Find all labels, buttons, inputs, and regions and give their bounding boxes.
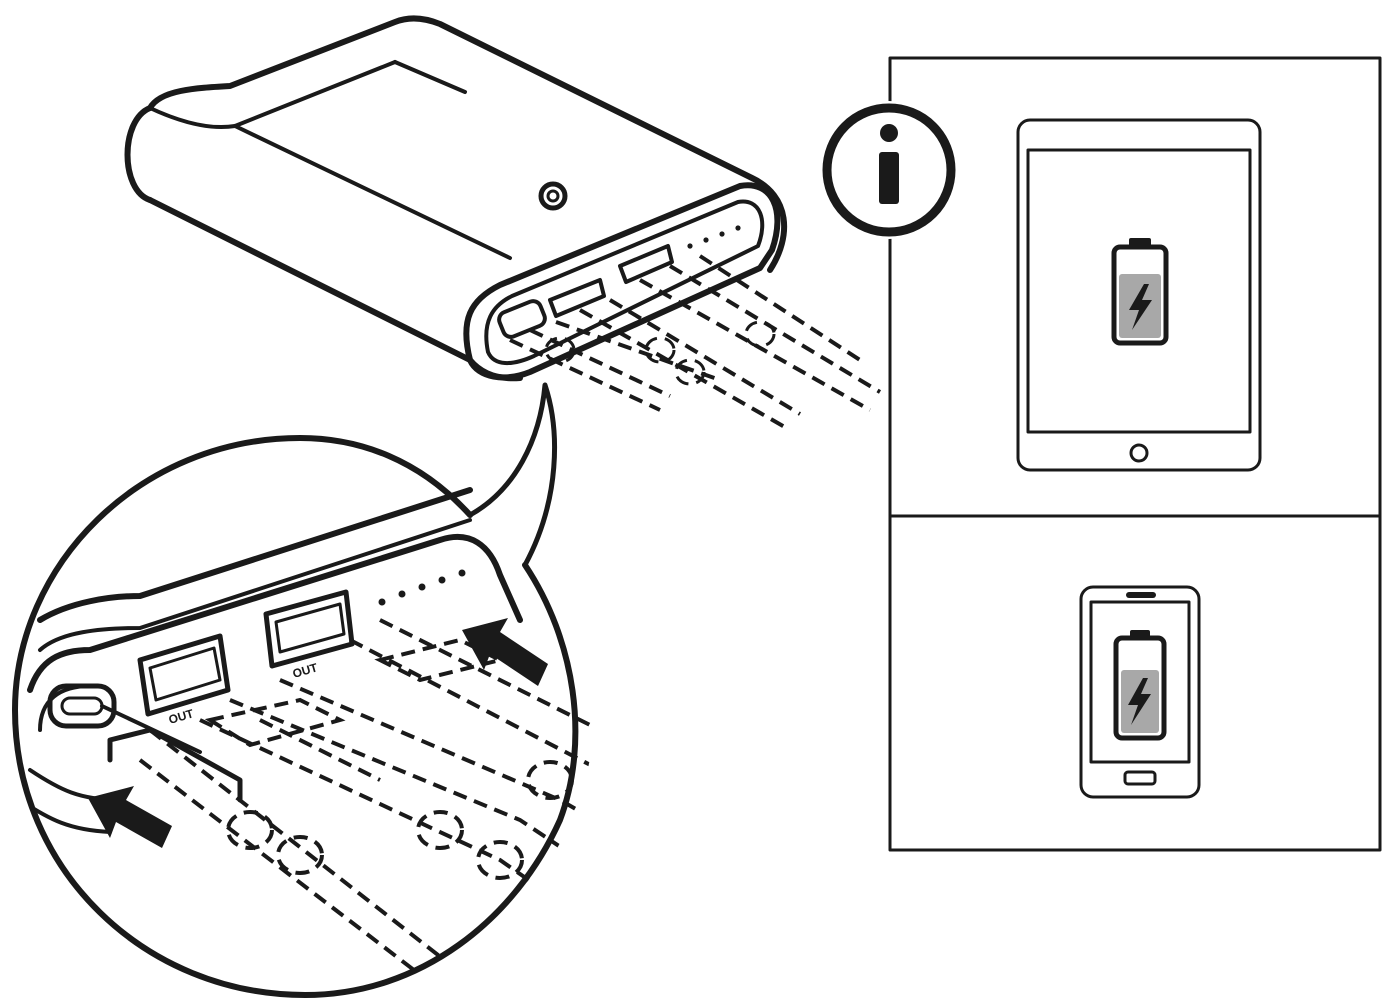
led-indicator-dots [687, 225, 741, 249]
phone-home-button [1123, 770, 1157, 786]
battery-charging-icon [1111, 238, 1169, 346]
port-label: OUT [291, 660, 320, 681]
device-info-panel [820, 56, 1382, 852]
usb-a-port [618, 244, 674, 284]
dashed-cable-lines-zoomed [138, 618, 595, 992]
power-button [538, 181, 568, 211]
usb-a-port-zoomed: OUT [137, 633, 231, 727]
usb-a-port-zoomed: OUT [263, 589, 355, 681]
usb-c-port [497, 299, 547, 339]
battery-charging-icon [1113, 630, 1167, 741]
insert-arrow-icon [88, 786, 172, 848]
power-bank [124, 15, 882, 432]
zoom-callout: OUT OUT [12, 382, 595, 998]
port-label: OUT [167, 706, 196, 727]
insert-arrow-icon [462, 618, 548, 686]
led-indicator-dots-zoomed [378, 569, 466, 606]
tablet-home-button [1129, 443, 1149, 463]
tablet-device [1016, 118, 1262, 472]
usb-a-port [548, 278, 606, 318]
dashed-cable-lines [509, 254, 882, 432]
phone-device [1079, 585, 1201, 799]
info-icon [820, 101, 958, 239]
